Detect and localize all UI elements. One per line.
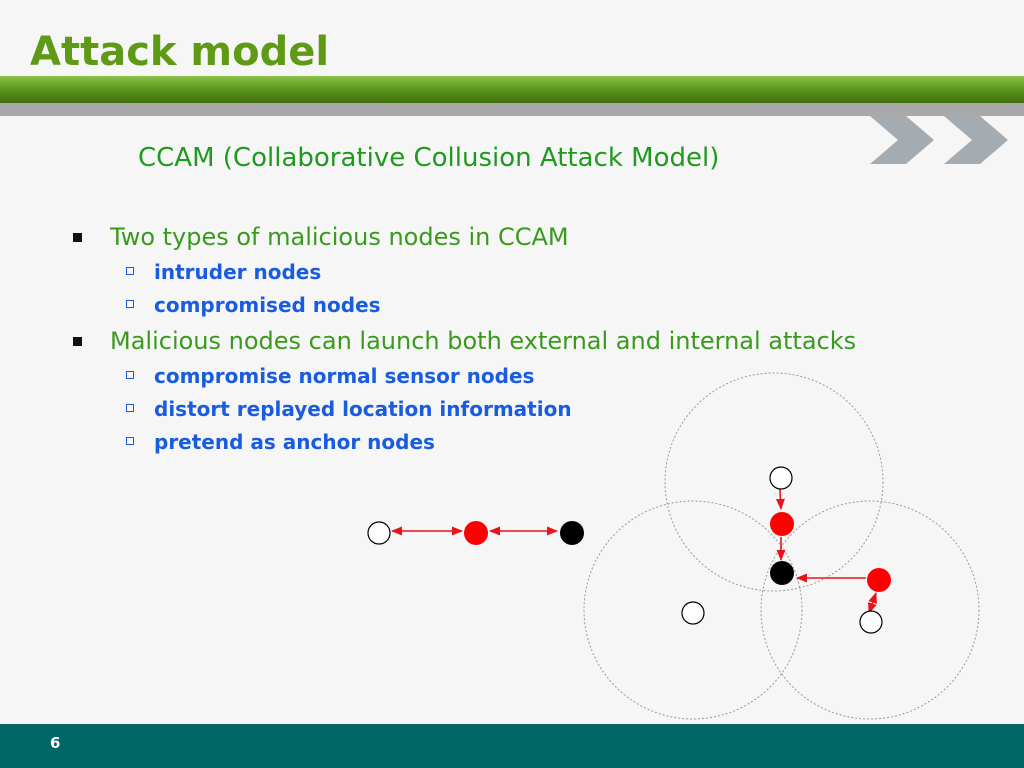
compromised-node xyxy=(560,521,584,545)
malicious-node xyxy=(867,568,891,592)
sub-bullet-item: intruder nodes xyxy=(70,259,950,285)
sub-bullet-item: compromise normal sensor nodes xyxy=(70,363,950,389)
sub-bullet-item: pretend as anchor nodes xyxy=(70,429,950,455)
bullet-text: Two types of malicious nodes in CCAM xyxy=(110,223,569,251)
footer-bar xyxy=(0,724,1024,768)
hollow-square-bullet-icon xyxy=(126,404,134,412)
sub-bullet-item: distort replayed location information xyxy=(70,396,950,422)
normal-node xyxy=(681,601,705,625)
sub-bullet-text: compromised nodes xyxy=(154,293,381,317)
hollow-square-bullet-icon xyxy=(126,267,134,275)
square-bullet-icon xyxy=(73,233,82,242)
range-circle xyxy=(664,372,884,592)
compromised-node xyxy=(770,561,794,585)
hollow-square-bullet-icon xyxy=(126,300,134,308)
malicious-node xyxy=(770,512,794,536)
bullet-list: Two types of malicious nodes in CCAM int… xyxy=(70,222,950,455)
slide-title: Attack model xyxy=(30,29,330,75)
hollow-square-bullet-icon xyxy=(126,371,134,379)
header-gray-band xyxy=(0,103,1024,116)
bullet-item: Malicious nodes can launch both external… xyxy=(70,326,950,356)
range-circle xyxy=(760,500,980,720)
bullet-item: Two types of malicious nodes in CCAM xyxy=(70,222,950,252)
range-circle xyxy=(583,500,803,720)
page-number: 6 xyxy=(50,734,61,752)
normal-node xyxy=(769,466,793,490)
malicious-node xyxy=(464,521,488,545)
sub-bullet-item: compromised nodes xyxy=(70,292,950,318)
normal-node xyxy=(367,521,391,545)
slide-subtitle: CCAM (Collaborative Collusion Attack Mod… xyxy=(138,143,720,173)
normal-node xyxy=(859,610,883,634)
sub-bullet-text: intruder nodes xyxy=(154,260,322,284)
sub-bullet-text: compromise normal sensor nodes xyxy=(154,364,535,388)
sub-bullet-text: pretend as anchor nodes xyxy=(154,430,435,454)
bullet-text: Malicious nodes can launch both external… xyxy=(110,327,857,355)
header-green-band xyxy=(0,76,1024,103)
relay-arrow xyxy=(868,591,877,615)
sub-bullet-text: distort replayed location information xyxy=(154,397,572,421)
square-bullet-icon xyxy=(73,337,82,346)
hollow-square-bullet-icon xyxy=(126,437,134,445)
double-chevron-icon xyxy=(870,116,1008,164)
